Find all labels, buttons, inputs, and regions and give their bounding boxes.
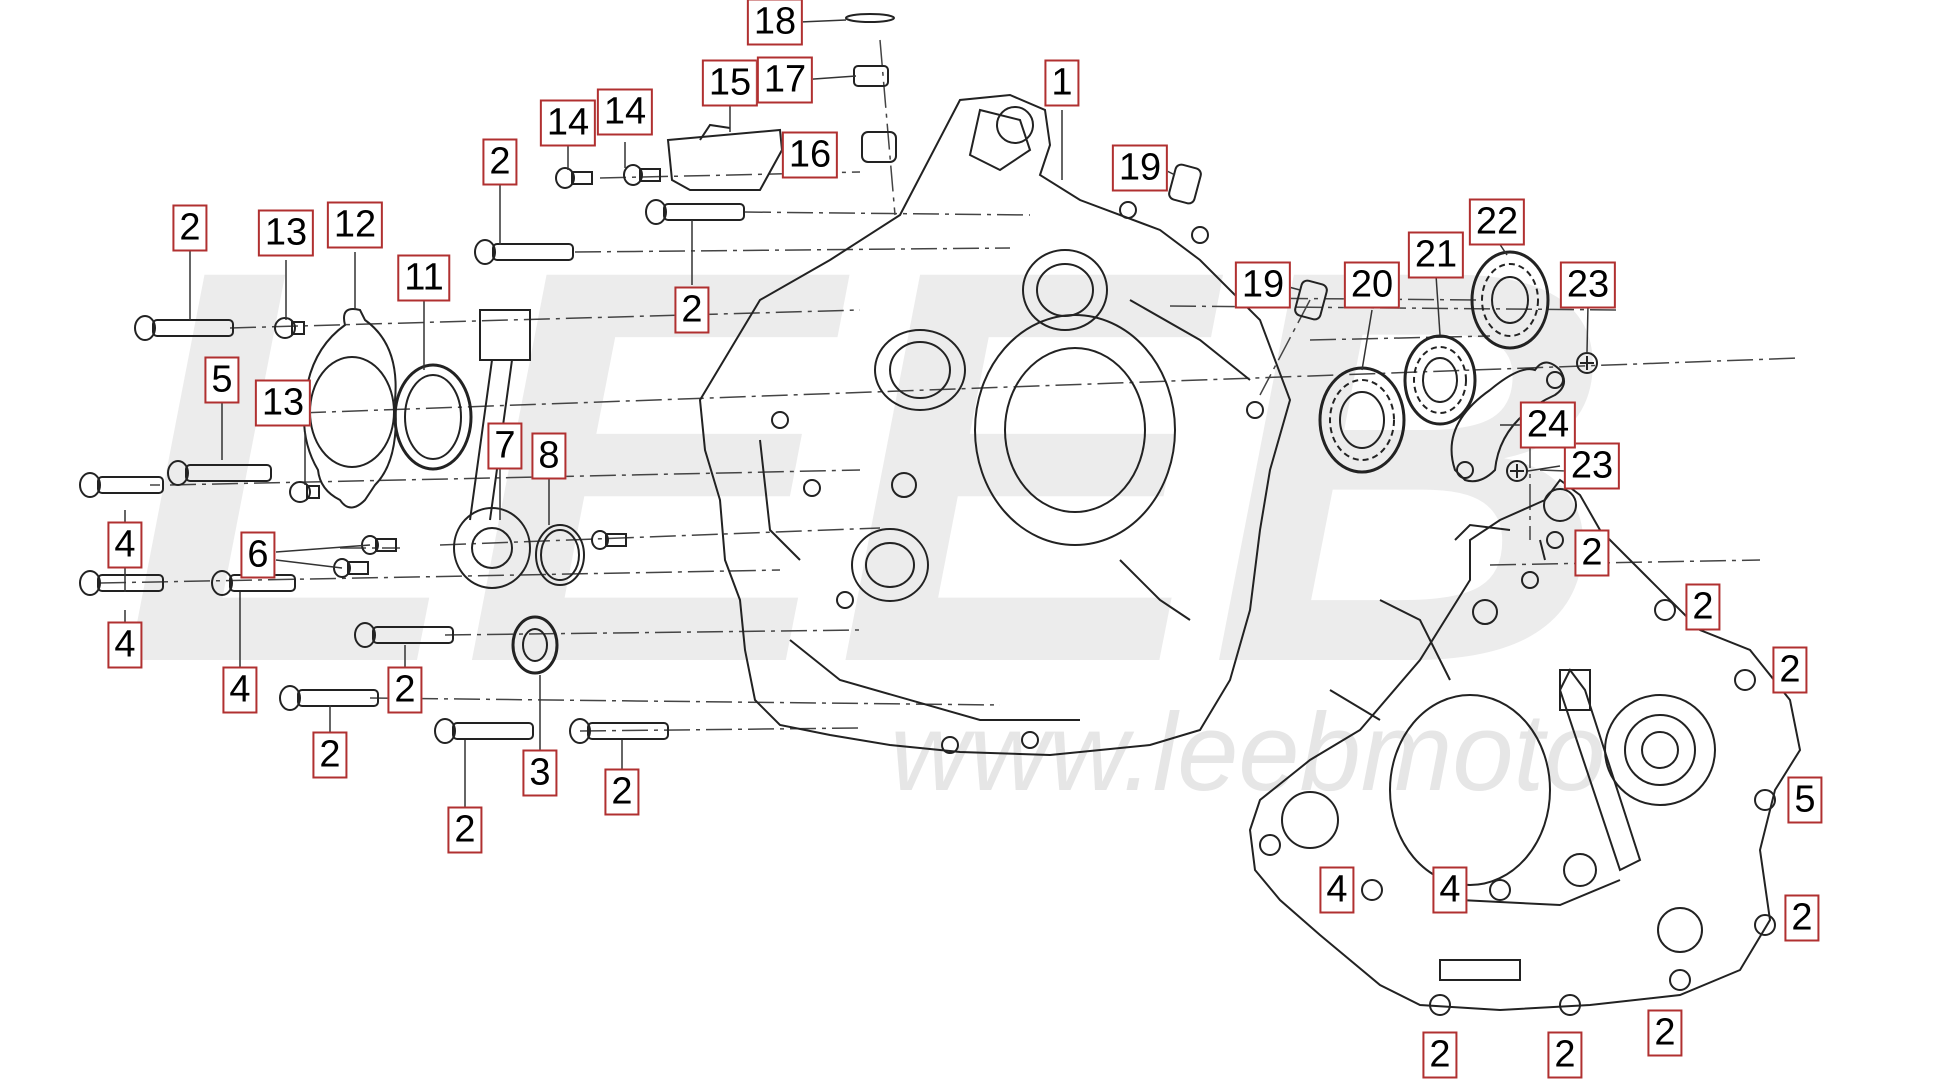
callout-part-15: 15 (701, 59, 759, 107)
assembly-lines (99, 39, 1801, 732)
callout-part-7: 7 (487, 422, 523, 470)
washer-18 (845, 13, 895, 23)
cover-plate-12 (302, 308, 397, 509)
callout-part-14: 14 (539, 99, 597, 147)
callout-part-14: 14 (596, 88, 654, 136)
sensor-7 (453, 309, 531, 589)
callout-part-8: 8 (531, 432, 567, 480)
callout-part-2: 2 (447, 806, 483, 854)
screw-23a (1576, 352, 1598, 374)
callout-part-24: 24 (1519, 401, 1577, 449)
callout-part-2: 2 (1685, 583, 1721, 631)
callout-part-4: 4 (1319, 866, 1355, 914)
callout-part-19: 19 (1234, 261, 1292, 309)
bolt-10 (434, 718, 534, 744)
bolt-3 (645, 199, 745, 225)
oil-seal-11 (393, 363, 473, 471)
callout-part-2: 2 (1647, 1009, 1683, 1057)
callout-part-2: 2 (1547, 1031, 1583, 1079)
bolt-14b (623, 164, 661, 186)
oil-seal-3 (511, 615, 559, 675)
callout-part-22: 22 (1468, 198, 1526, 246)
callout-part-23: 23 (1559, 261, 1617, 309)
leader-lines (124, 19, 1589, 808)
callout-part-2: 2 (1574, 529, 1610, 577)
bolt-4 (167, 460, 272, 486)
callout-part-2: 2 (1784, 894, 1820, 942)
callout-part-11: 11 (397, 254, 451, 302)
callout-part-13: 13 (254, 379, 312, 427)
callout-part-19: 19 (1111, 144, 1169, 192)
callout-part-2: 2 (482, 138, 518, 186)
callout-part-20: 20 (1343, 261, 1401, 309)
callout-part-4: 4 (1432, 866, 1468, 914)
retainer-plate-24 (1450, 361, 1565, 483)
bolt-2 (474, 239, 574, 265)
callout-part-4: 4 (107, 521, 143, 569)
bolt-8 (354, 622, 454, 648)
callout-part-18: 18 (746, 0, 804, 46)
callout-part-2: 2 (312, 731, 348, 779)
callout-part-13: 13 (257, 209, 315, 257)
o-ring-8 (535, 524, 585, 586)
callout-part-17: 17 (756, 56, 814, 104)
dowel-19a (1168, 163, 1202, 205)
callout-part-16: 16 (781, 131, 839, 179)
callout-part-6: 6 (240, 531, 276, 579)
bolt-1 (134, 315, 234, 341)
callout-part-21: 21 (1407, 231, 1465, 279)
callout-part-23: 23 (1563, 442, 1621, 490)
bushing-16 (861, 131, 897, 163)
bolt-9 (279, 685, 379, 711)
bolt-small-13a (274, 317, 305, 339)
bearing-22 (1470, 250, 1550, 350)
callout-part-2: 2 (172, 204, 208, 252)
bolt-6 (79, 570, 164, 596)
crankcase-right (1248, 478, 1802, 1016)
callout-part-12: 12 (326, 201, 384, 249)
callout-part-2: 2 (1772, 646, 1808, 694)
bolt-11 (569, 718, 669, 744)
callout-part-2: 2 (604, 768, 640, 816)
callout-part-3: 3 (522, 749, 558, 797)
bearing-21 (1403, 334, 1477, 426)
bracket-15 (666, 123, 784, 191)
callout-part-4: 4 (107, 621, 143, 669)
crankcase-left-1 (698, 93, 1292, 757)
bearing-20 (1318, 366, 1406, 474)
callout-part-4: 4 (222, 666, 258, 714)
callout-part-2: 2 (1422, 1031, 1458, 1079)
callout-part-5: 5 (1787, 776, 1823, 824)
callout-part-1: 1 (1044, 59, 1080, 107)
callout-part-5: 5 (204, 356, 240, 404)
callout-part-2: 2 (674, 286, 710, 334)
bolt-8b (591, 530, 627, 550)
dowel-19b (1294, 279, 1328, 321)
bolt-group (79, 164, 745, 744)
callout-part-2: 2 (387, 666, 423, 714)
bolt-6b (333, 558, 369, 578)
bushing-17 (853, 65, 889, 87)
bolt-14a (555, 167, 593, 189)
bolt-5 (79, 472, 164, 498)
screw-23b (1506, 460, 1528, 482)
bolt-small-13b (289, 481, 320, 503)
